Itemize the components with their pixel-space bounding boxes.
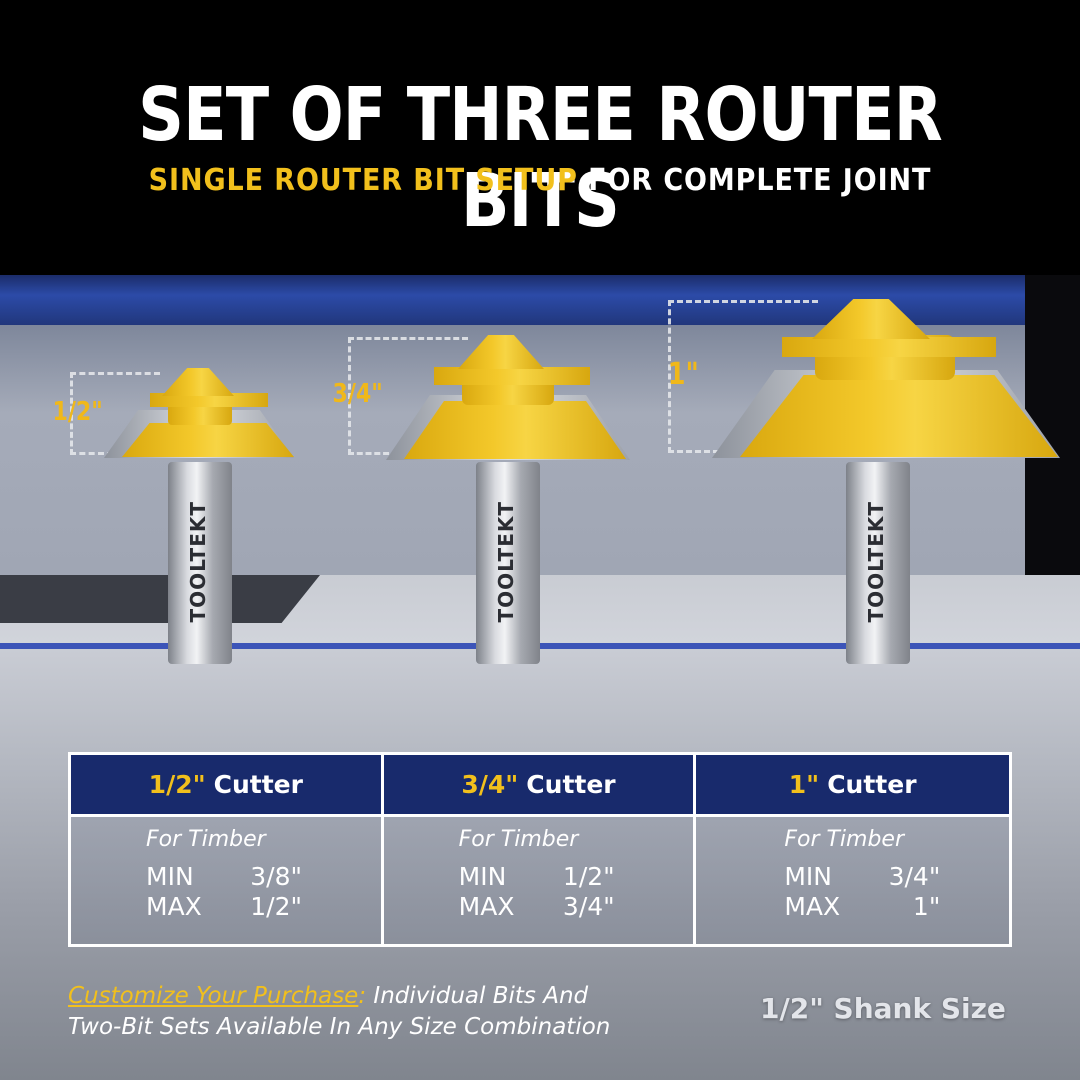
min-value: 3/8" — [250, 862, 302, 891]
lower-cutter — [122, 423, 294, 457]
cutter-word: Cutter — [827, 770, 917, 799]
cutter-size: 3/4" — [461, 770, 519, 799]
product-scene: 1/2" TOOLTEKT 3/4" TOOLTEKT 1" — [0, 275, 1080, 1080]
column-header: 1" Cutter — [696, 755, 1009, 817]
upper-flange — [150, 393, 268, 407]
customize-link[interactable]: Customize Your Purchase — [68, 983, 359, 1009]
customize-text-line1: Individual Bits And — [366, 983, 589, 1009]
brand-mark: TOOLTEKT — [864, 501, 888, 623]
subtitle: SINGLE ROUTER BIT SETUP FOR COMPLETE JOI… — [54, 163, 1026, 198]
timber-label: For Timber — [146, 827, 266, 852]
cutter-size: 1" — [788, 770, 820, 799]
spec-column: 1/2" Cutter For Timber MIN 3/8" MAX 1/2" — [71, 755, 384, 944]
table-edge-stripe — [0, 643, 1080, 649]
subtitle-accent: SINGLE ROUTER BIT SETUP — [148, 163, 578, 198]
brand-mark: TOOLTEKT — [494, 501, 518, 623]
cutter-word: Cutter — [526, 770, 616, 799]
spec-table: 1/2" Cutter For Timber MIN 3/8" MAX 1/2" 3… — [68, 752, 1012, 947]
shank-size-label: 1/2" Shank Size — [760, 992, 1006, 1025]
customize-text-line2: Two-Bit Sets Available In Any Size Combi… — [68, 1014, 611, 1040]
spec-column: 3/4" Cutter For Timber MIN 1/2" MAX 3/4" — [383, 755, 697, 944]
shank — [846, 462, 910, 664]
max-value: 1" — [912, 892, 941, 921]
shank — [476, 462, 540, 664]
spec-column: 1" Cutter For Timber MIN 3/4" MAX 1" — [696, 755, 1009, 944]
column-body: For Timber MIN 3/8" MAX 1/2" — [71, 817, 381, 944]
shank — [168, 462, 232, 664]
upper-flange — [434, 367, 590, 385]
cutter-size: 1/2" — [148, 770, 206, 799]
column-body: For Timber MIN 3/4" MAX 1" — [696, 817, 1009, 944]
subtitle-plain: FOR COMPLETE JOINT — [588, 163, 932, 198]
lower-cutter — [404, 401, 626, 459]
min-label: MIN — [146, 862, 194, 891]
dimension-label: 1/2" — [52, 397, 103, 427]
max-label: MAX — [146, 892, 202, 921]
timber-label: For Timber — [458, 827, 579, 852]
column-header: 3/4" Cutter — [383, 755, 694, 817]
min-label: MIN — [784, 862, 832, 891]
header: SET OF THREE ROUTER BITS SINGLE ROUTER B… — [0, 0, 1080, 275]
min-label: MIN — [458, 862, 507, 891]
max-value: 1/2" — [250, 892, 302, 921]
upper-flange — [782, 337, 996, 357]
cutter-word: Cutter — [213, 770, 303, 799]
min-value: 3/4" — [888, 862, 941, 891]
table-insert — [0, 575, 320, 623]
max-value: 3/4" — [562, 892, 615, 921]
customize-colon: : — [358, 983, 367, 1009]
column-body: For Timber MIN 1/2" MAX 3/4" — [383, 817, 694, 944]
dimension-label: 1" — [667, 357, 699, 392]
max-label: MAX — [458, 892, 515, 921]
column-header: 1/2" Cutter — [71, 755, 381, 817]
max-label: MAX — [784, 892, 841, 921]
customize-note: Customize Your Purchase: Individual Bits… — [68, 981, 748, 1043]
page-title: SET OF THREE ROUTER BITS — [138, 72, 943, 244]
min-value: 1/2" — [562, 862, 615, 891]
dimension-label: 3/4" — [332, 379, 383, 409]
timber-label: For Timber — [784, 827, 905, 852]
brand-mark: TOOLTEKT — [186, 501, 210, 623]
